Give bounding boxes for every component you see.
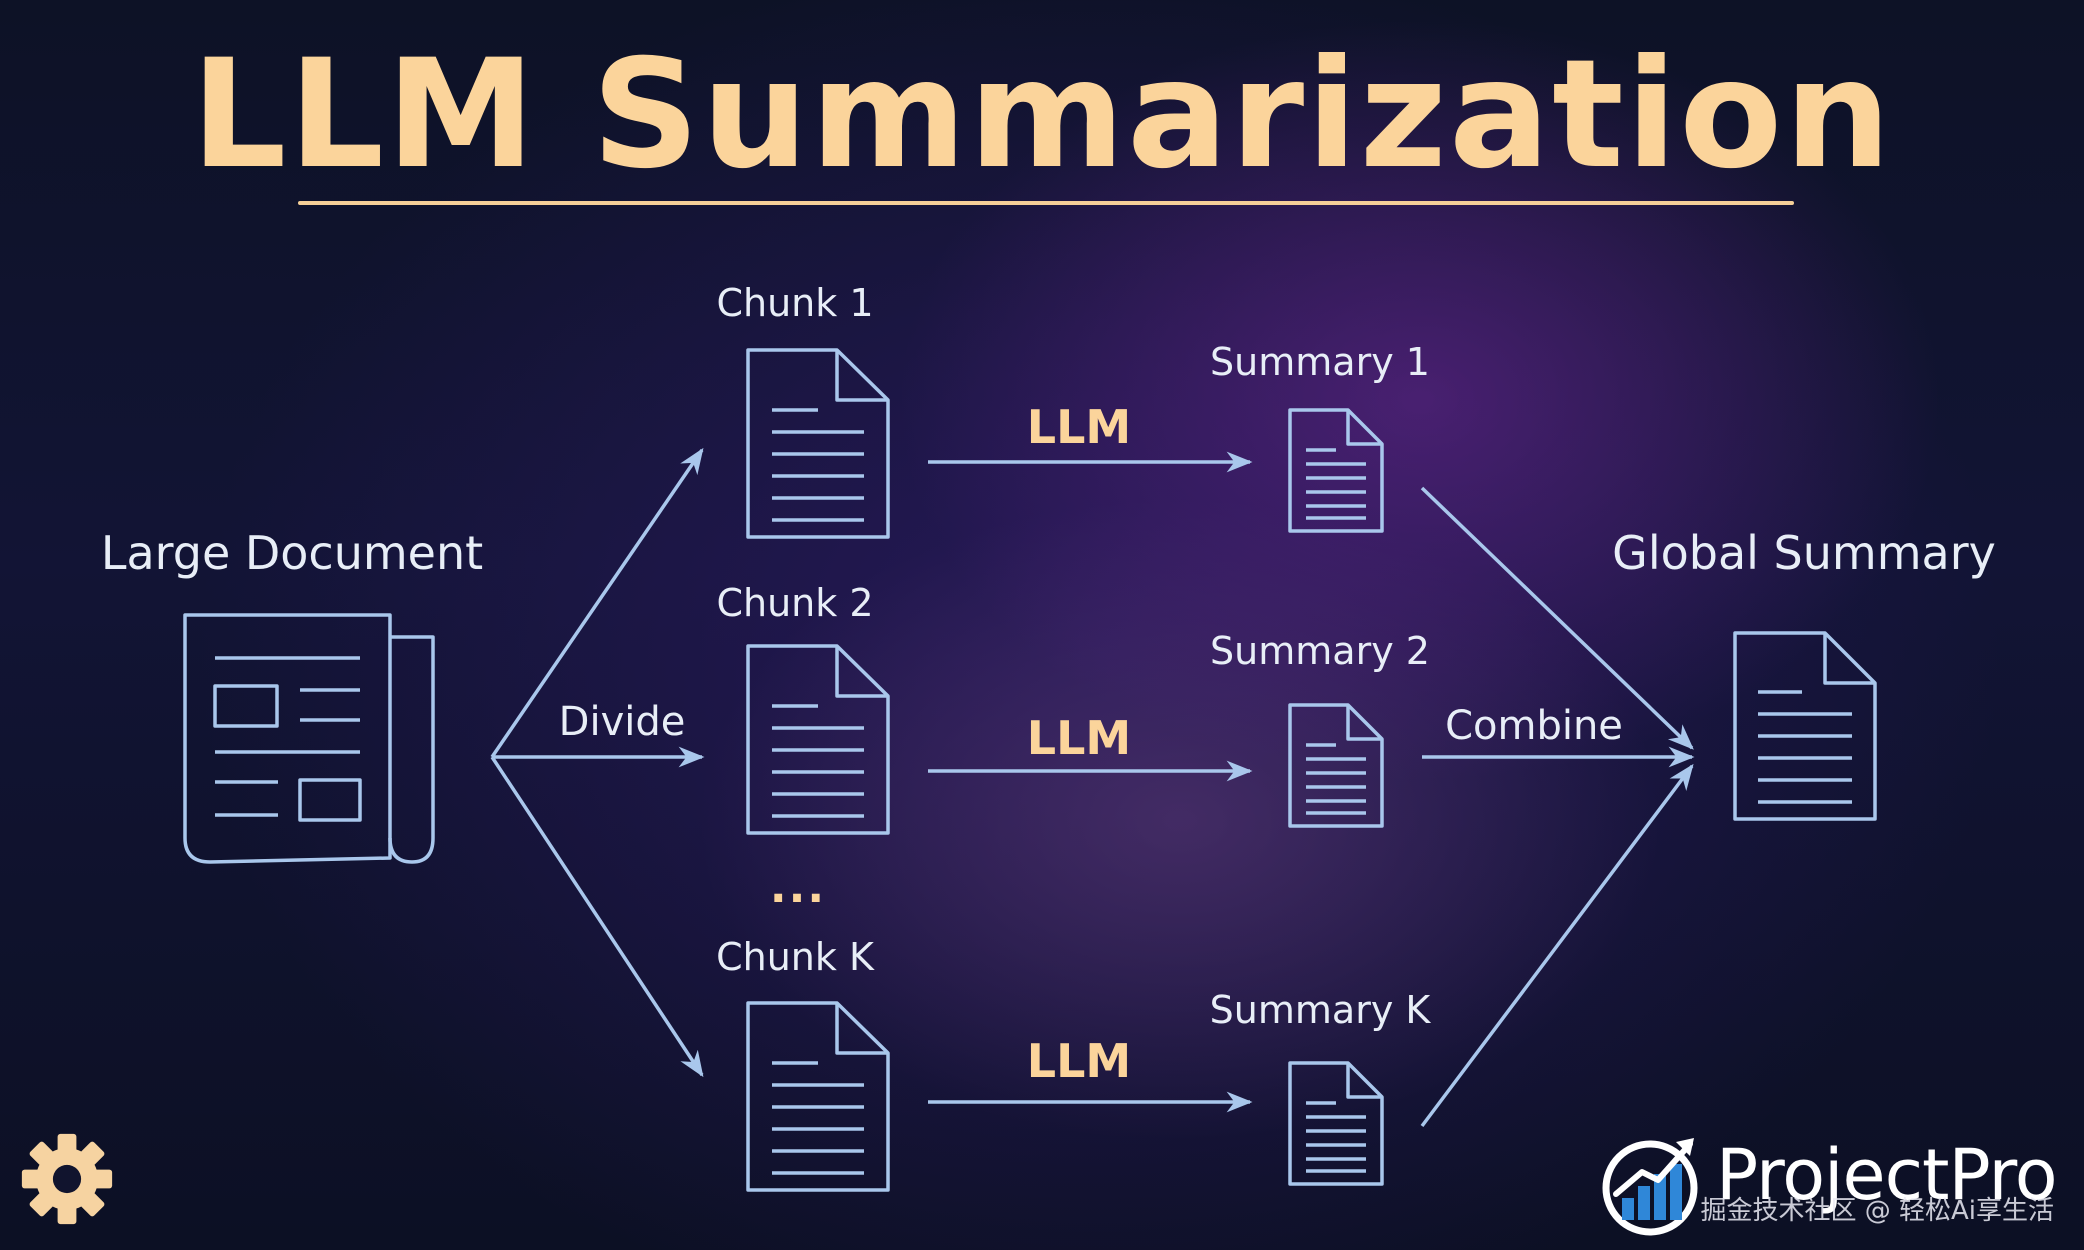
summary-k-document-icon [1288, 1061, 1384, 1186]
chunk-k-label: Chunk K [716, 935, 874, 979]
arrow-combine-k [1420, 763, 1694, 1128]
arrow-divide-chunk-1 [490, 447, 704, 758]
summary-2-label: Summary 2 [1210, 629, 1430, 673]
arrow-combine-1 [1420, 486, 1694, 750]
llm-label-2: LLM [1026, 711, 1132, 765]
title-underline [298, 201, 1794, 205]
watermark: 掘金技术社区 @ 轻松Ai享生活 [1700, 1196, 2054, 1226]
chunk-2-label: Chunk 2 [716, 581, 874, 625]
combine-label: Combine [1445, 703, 1623, 749]
chunk-1-label: Chunk 1 [716, 281, 874, 325]
large-document-label: Large Document [100, 526, 484, 580]
newspaper-icon [183, 613, 435, 864]
global-summary-document-icon [1733, 631, 1877, 821]
summary-1-document-icon [1288, 408, 1384, 533]
chunk-2-document-icon [746, 644, 890, 835]
chunk-1-document-icon [746, 348, 890, 539]
combine-arrows [1420, 486, 1695, 1128]
summary-k-label: Summary K [1209, 988, 1431, 1032]
summary-1-label: Summary 1 [1210, 340, 1430, 384]
gear-icon[interactable] [20, 1132, 114, 1226]
llm-arrows [928, 451, 1253, 1113]
llm-label-k: LLM [1026, 1034, 1132, 1088]
chunk-ellipsis: ... [769, 862, 827, 913]
arrow-divide-chunk-k [490, 756, 704, 1078]
global-summary-label: Global Summary [1612, 526, 1996, 580]
chunk-k-document-icon [746, 1001, 890, 1192]
summary-2-document-icon [1288, 703, 1384, 828]
divide-arrows [490, 447, 705, 1078]
bar-chart-logo-icon [1602, 1138, 1698, 1236]
page-title: LLM Summarization [190, 28, 1894, 202]
llm-label-1: LLM [1026, 400, 1132, 454]
divide-label: Divide [558, 699, 686, 745]
brand-name: ProjectPro [1716, 1134, 2058, 1216]
